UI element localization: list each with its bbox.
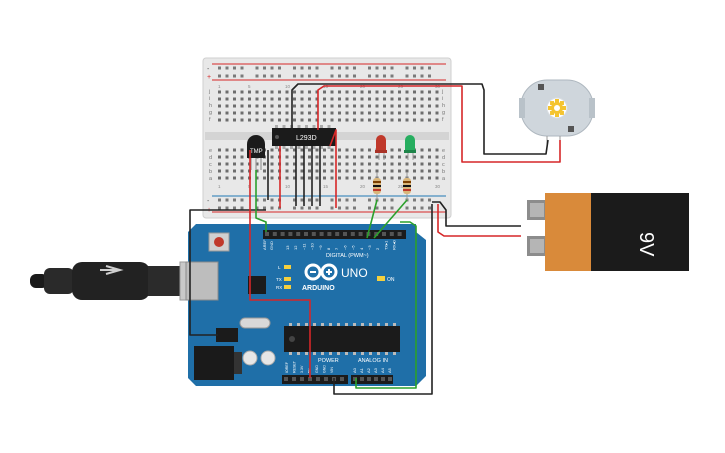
wire-black-arduino-gnd (333, 204, 433, 395)
power-pin-label: IOREF (285, 361, 289, 373)
sensor-label: TMP (250, 149, 263, 155)
digital-pin-label: ~3 (367, 245, 372, 250)
wire-green-led-red (366, 199, 378, 239)
led-green (404, 135, 416, 160)
digital-pin-label: ~6 (342, 245, 347, 250)
wire-black-gnd-rail (189, 150, 269, 336)
row-letter: b (209, 169, 212, 175)
digital-pin-label: 2 (375, 247, 380, 250)
row-letter: g (209, 110, 212, 116)
analog-pin-label: A0 (352, 367, 357, 373)
analog-pin-label: A3 (373, 367, 378, 373)
ic-label: L293D (296, 135, 317, 142)
resistor-2 (403, 172, 411, 200)
arduino-logo-text: ARDUINO (302, 285, 335, 292)
row-letter: a (442, 176, 446, 182)
column-number: 1 (218, 84, 221, 89)
arduino-logo-icon (304, 263, 338, 281)
row-letter: c (209, 162, 212, 168)
digital-pin-label: 8 (326, 247, 331, 250)
rail-minus-top: - (207, 66, 210, 73)
row-letter: j (441, 89, 443, 95)
analog-pin-label: A2 (366, 367, 371, 373)
row-letter: c (442, 162, 445, 168)
row-letter: j (208, 89, 210, 95)
led-red (375, 135, 387, 160)
power-header-label: POWER (318, 358, 339, 364)
tx-label: TX (276, 277, 282, 282)
column-number: 10 (285, 84, 291, 89)
row-letter: i (209, 96, 210, 102)
power-pin-label: RESET (293, 360, 297, 373)
power-pin-label: GND (315, 365, 319, 373)
l-label: L (278, 265, 281, 270)
ic-l293d: L293D (272, 125, 336, 149)
column-number: 1 (218, 184, 221, 189)
analog-pin-label: A4 (380, 367, 385, 373)
wire-red-5v (249, 150, 311, 378)
digital-header-label: DIGITAL (PWM~) (326, 253, 369, 259)
wire-red-battery (437, 204, 521, 237)
wire-green-sensor (255, 170, 267, 232)
column-number: 20 (360, 184, 366, 189)
arduino-model: UNO (341, 266, 368, 280)
row-letter: h (209, 103, 212, 109)
row-letter: f (442, 117, 444, 123)
digital-pin-label: ~9 (318, 245, 323, 250)
power-pin-label: GND (323, 365, 327, 373)
row-letter: a (209, 176, 213, 182)
row-letter: b (442, 169, 445, 175)
digital-pin-label: RX◂0 (392, 239, 397, 250)
digital-pin-label: ~5 (351, 245, 356, 250)
digital-pin-label: ~11 (301, 243, 306, 250)
motor-gear-icon (548, 99, 566, 117)
column-number: 5 (248, 84, 251, 89)
digital-pin-label: TX▸1 (383, 240, 388, 250)
column-number: 15 (323, 184, 329, 189)
battery-9v: 9V (527, 193, 689, 271)
gnd-label: GND (269, 241, 274, 250)
wire-red-ic-lead (329, 129, 337, 208)
analog-pin-label: A1 (359, 367, 364, 373)
column-number: 10 (285, 184, 291, 189)
analog-header-label: ANALOG IN (358, 358, 388, 364)
resistor-1 (373, 172, 381, 200)
wires (189, 83, 561, 395)
on-label: ON (387, 277, 395, 283)
rail-minus-bottom: - (207, 198, 210, 205)
digital-pin-label: 13 (285, 245, 290, 250)
dc-motor (519, 79, 595, 150)
analog-pin-label: A5 (387, 367, 392, 373)
digital-pin-label: ~10 (310, 242, 315, 250)
row-letter: h (442, 103, 445, 109)
row-letter: g (442, 110, 445, 116)
rx-label: RX (276, 285, 282, 290)
battery-label: 9V (635, 232, 657, 257)
column-number: 30 (435, 184, 441, 189)
power-pin-label: VIN (330, 367, 334, 373)
arduino-uno-board: UNO ARDUINO DIGITAL (PWM~) ANALOG IN POW… (185, 224, 426, 386)
power-pin-label: 3.3V (300, 365, 304, 373)
wire-green-led-green (373, 199, 408, 239)
row-letter: f (209, 117, 211, 123)
row-letter: e (209, 148, 212, 154)
digital-pin-label: 4 (359, 247, 364, 250)
column-number: 25 (398, 184, 404, 189)
aref-label: AREF (262, 239, 267, 250)
row-letter: i (442, 96, 443, 102)
temperature-sensor: TMP (247, 135, 265, 170)
row-letter: e (442, 148, 445, 154)
row-letter: d (209, 155, 212, 161)
wire-red-ic-motor (317, 85, 561, 163)
wire-green-analog (355, 221, 417, 389)
rail-plus-top: + (207, 74, 211, 81)
wire-black-bottom-rail-battery (432, 201, 521, 227)
digital-pin-label: 12 (293, 245, 298, 250)
row-letter: d (442, 155, 445, 161)
digital-pin-label: 7 (334, 247, 339, 250)
wire-black-ic-top-rail (291, 83, 549, 155)
